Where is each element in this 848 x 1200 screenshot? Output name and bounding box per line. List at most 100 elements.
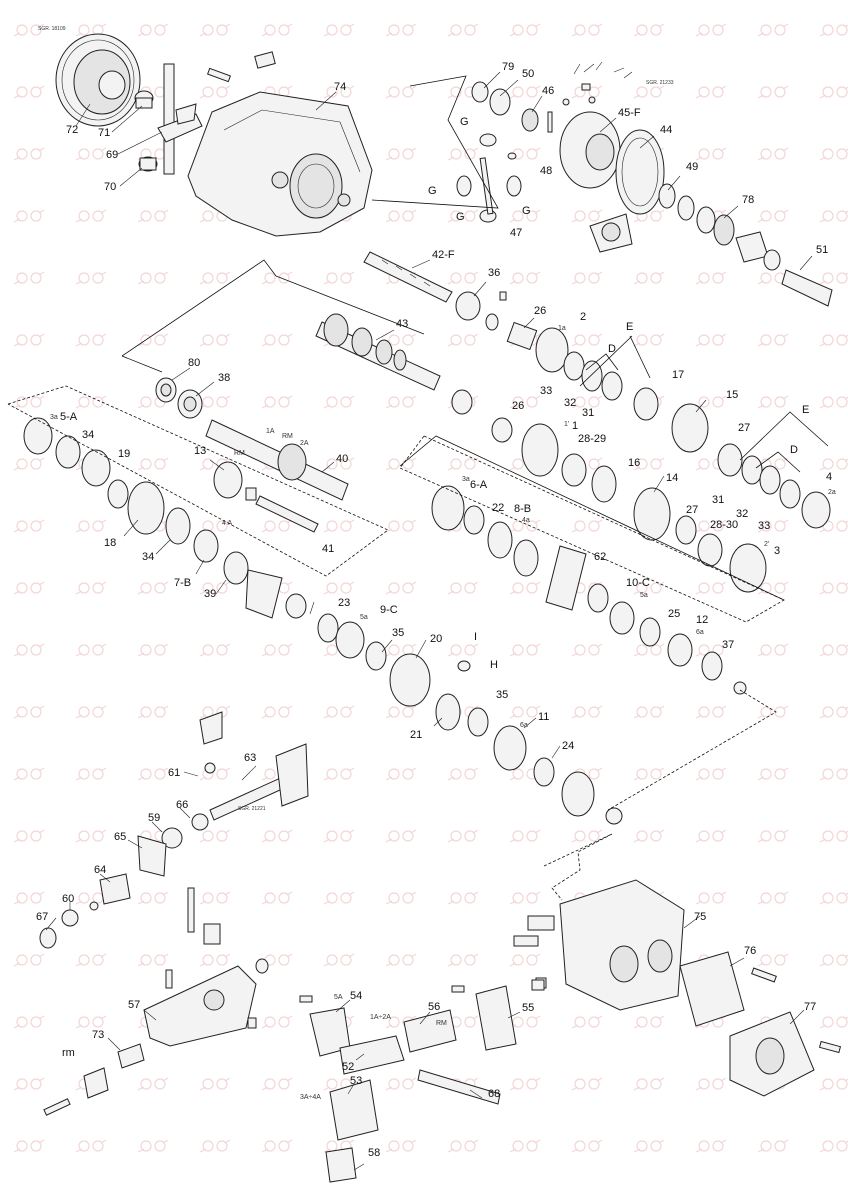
callout-67: 67 <box>36 911 49 923</box>
callout-71: 71 <box>98 127 111 139</box>
callout-3A4A: 3A÷4A <box>300 1094 321 1101</box>
callout-80: 80 <box>188 357 201 369</box>
callout-41: 41 <box>322 543 335 555</box>
callout-54: 54 <box>350 990 363 1002</box>
callout-3a: 3a <box>50 414 58 421</box>
callout-6a-2: 6a <box>520 722 528 729</box>
callout-74: 74 <box>334 81 347 93</box>
release-fork-shaft <box>157 63 203 175</box>
callout-64: 64 <box>94 864 107 876</box>
callout-5a-2: 5a <box>640 592 648 599</box>
callout-44: 44 <box>660 124 673 136</box>
bush-70 <box>138 156 158 172</box>
callout-11: 11 <box>538 711 550 723</box>
callout-22: 22 <box>492 502 505 514</box>
satellite-gears-G <box>456 133 522 223</box>
clutch-housing-74 <box>187 91 373 237</box>
callout-28-30: 28-30 <box>710 519 739 531</box>
callout-62: 62 <box>594 551 607 563</box>
sensor-73 <box>43 1043 145 1116</box>
callout-rm: rm <box>62 1047 75 1059</box>
callout-79: 79 <box>502 61 515 73</box>
callout-65: 65 <box>114 831 127 843</box>
callout-35-b: 35 <box>496 689 509 701</box>
rear-cover-76 <box>679 951 777 1027</box>
callout-52: 52 <box>342 1061 355 1073</box>
callout-49: 49 <box>686 161 699 173</box>
callout-75: 75 <box>694 911 707 923</box>
gearbox-case-75 <box>513 879 685 1011</box>
callout-25: 25 <box>668 608 681 620</box>
callout-RM-2: RM <box>282 433 293 440</box>
callout-1A: 1A <box>266 428 275 435</box>
gear-set-upper-right <box>451 291 831 593</box>
callout-D-2: D <box>790 444 798 456</box>
callout-9C: 9-C <box>380 604 398 616</box>
callout-36: 36 <box>488 267 501 279</box>
callout-2: 2 <box>580 311 587 323</box>
callout-48: 48 <box>540 165 553 177</box>
callout-6a: 6a <box>696 629 704 636</box>
callout-8B: 8-B <box>514 503 532 515</box>
small-fixings-top <box>507 61 633 160</box>
callout-27-a: 27 <box>738 422 751 434</box>
callout-77: 77 <box>804 1001 817 1013</box>
callout-16: 16 <box>628 457 641 469</box>
callout-15: 15 <box>726 389 739 401</box>
pin-small <box>206 51 276 83</box>
callout-34-b: 34 <box>142 551 155 563</box>
selector-mechanism <box>39 711 309 949</box>
callout-32-a: 32 <box>564 397 577 409</box>
callout-72: 72 <box>66 124 79 136</box>
callout-57: 57 <box>128 999 141 1011</box>
callout-21: 21 <box>410 729 423 741</box>
callout-39: 39 <box>204 588 217 600</box>
callout-E-1: E <box>626 321 634 333</box>
callout-3: 3 <box>774 545 781 557</box>
callout-5A-small: 5A <box>334 994 343 1001</box>
callout-37: 37 <box>722 639 735 651</box>
callout-5A: 5-A <box>60 411 78 423</box>
callout-31-b: 31 <box>712 494 725 506</box>
callout-1a: 1a <box>558 325 566 332</box>
callout-I: I <box>474 631 478 643</box>
gear-set-middle <box>285 485 747 825</box>
callout-H: H <box>490 659 498 671</box>
callout-17: 17 <box>672 369 685 381</box>
bearings-80-38 <box>155 377 203 419</box>
callout-42F: 42-F <box>432 249 455 261</box>
callout-68: 68 <box>488 1088 501 1100</box>
callout-46: 46 <box>542 85 555 97</box>
callout-43: 43 <box>396 318 409 330</box>
callout-26-a: 26 <box>534 305 547 317</box>
callout-26-b: 26 <box>512 400 525 412</box>
callout-19: 19 <box>118 448 131 460</box>
callout-4A: 4 A <box>222 520 233 527</box>
callout-14: 14 <box>666 472 679 484</box>
callout-70: 70 <box>104 181 117 193</box>
callout-33-a: 33 <box>540 385 553 397</box>
selector-forks <box>299 979 545 1183</box>
ref-code-top-right: SGR. 21233 <box>646 80 674 86</box>
callout-23: 23 <box>338 597 351 609</box>
callout-18: 18 <box>104 537 117 549</box>
input-shaft-42F <box>363 251 453 303</box>
callout-3a-2: 3a <box>462 476 470 483</box>
callout-32-b: 32 <box>736 508 749 520</box>
callout-73: 73 <box>92 1029 105 1041</box>
callout-10C: 10-C <box>626 577 650 589</box>
callout-5a: 5a <box>360 614 368 621</box>
selector-housing-57 <box>143 887 269 1047</box>
callout-28-29: 28-29 <box>578 433 607 445</box>
callout-40: 40 <box>336 453 349 465</box>
callout-76: 76 <box>744 945 757 957</box>
callout-31-a: 31 <box>582 407 595 419</box>
callout-45F: 45-F <box>618 107 641 119</box>
bearing-71 <box>134 90 154 109</box>
callout-1A2A: 1A÷2A <box>370 1014 391 1021</box>
callout-33-b: 33 <box>758 520 771 532</box>
group-outlines <box>7 75 829 901</box>
ref-code-middle-left: SGR. 21221 <box>238 806 266 812</box>
callout-58: 58 <box>368 1147 381 1159</box>
